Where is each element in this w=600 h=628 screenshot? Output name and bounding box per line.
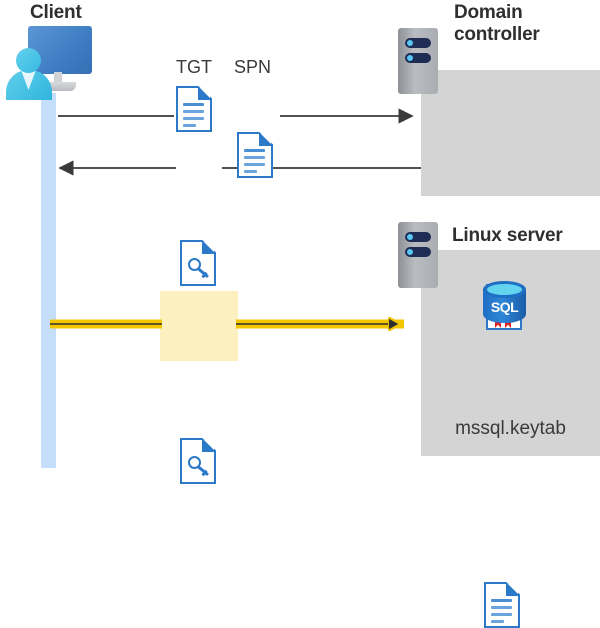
document-text-line bbox=[244, 149, 265, 152]
client-computer-icon bbox=[6, 26, 92, 100]
user-head bbox=[16, 48, 41, 73]
keytab-document-icon bbox=[484, 582, 520, 628]
domain-controller-server-icon bbox=[398, 28, 438, 94]
document-text-line bbox=[183, 124, 196, 127]
document-text-line bbox=[244, 156, 265, 159]
document-fold bbox=[202, 438, 216, 452]
keytab-filename-label: mssql.keytab bbox=[455, 418, 566, 439]
domain-controller-title: Domain controller bbox=[454, 2, 540, 46]
server-slot bbox=[405, 232, 431, 242]
spn-label: SPN bbox=[234, 57, 272, 77]
tgt-document-icon bbox=[176, 86, 212, 132]
server-slot bbox=[405, 38, 431, 48]
authentication-highlight bbox=[160, 291, 238, 361]
client-title: Client bbox=[30, 2, 82, 23]
document-text-line bbox=[183, 103, 204, 106]
document-text-line bbox=[491, 613, 512, 616]
domain-controller-panel bbox=[421, 70, 600, 196]
tgt-label: TGT bbox=[176, 57, 212, 77]
diagram-canvas: Client TGT SPN bbox=[6, 2, 600, 628]
document-text-line bbox=[244, 170, 257, 173]
document-text-line bbox=[183, 110, 204, 113]
key-document-icon bbox=[180, 438, 216, 484]
document-text-line bbox=[183, 117, 204, 120]
linux-server-icon bbox=[398, 222, 438, 288]
document-text-line bbox=[244, 163, 265, 166]
document-text-line bbox=[491, 599, 512, 602]
spn-document-icon bbox=[237, 132, 273, 178]
document-fold bbox=[202, 240, 216, 254]
sql-label: SQL bbox=[490, 299, 519, 315]
monitor-neck bbox=[54, 72, 62, 84]
monitor-base bbox=[42, 82, 76, 91]
document-text-line bbox=[491, 620, 504, 623]
sql-database-icon: SQL bbox=[483, 281, 526, 331]
key-document-icon bbox=[180, 240, 216, 286]
cylinder-top bbox=[483, 281, 526, 298]
linux-server-title: Linux server bbox=[452, 225, 563, 246]
server-slot bbox=[405, 247, 431, 257]
server-slot bbox=[405, 53, 431, 63]
client-lifeline bbox=[41, 93, 56, 468]
document-fold bbox=[259, 132, 273, 146]
document-text-line bbox=[491, 606, 512, 609]
